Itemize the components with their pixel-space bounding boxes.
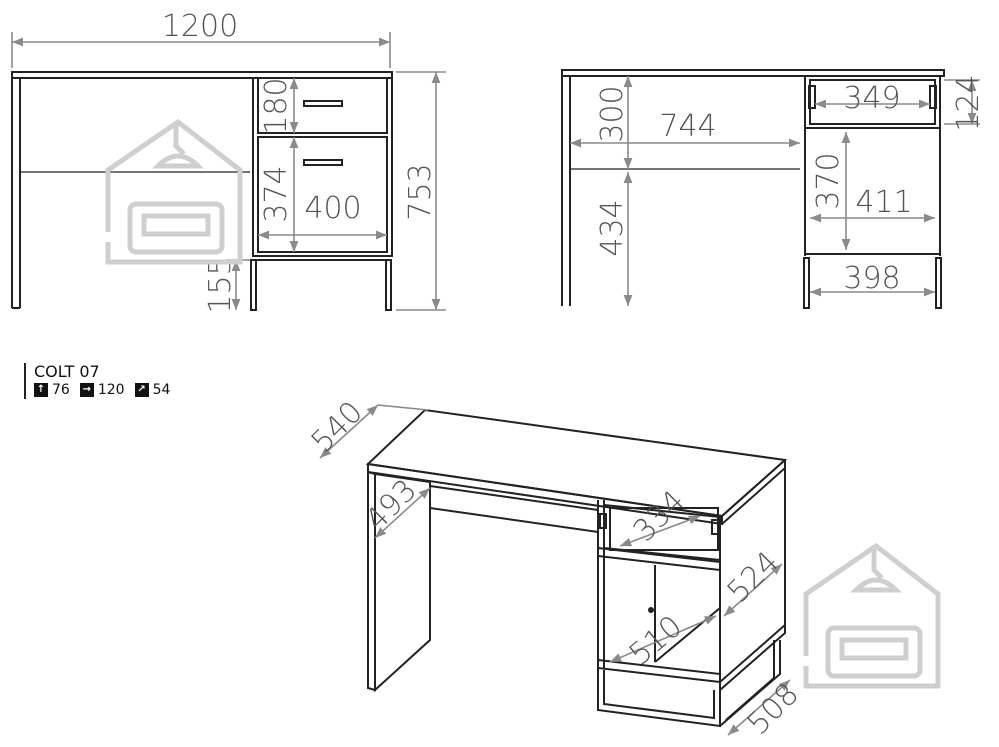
dim-drawer-width: 400 bbox=[304, 191, 361, 226]
dim-base-depth: 508 bbox=[741, 677, 806, 742]
iso-leg-frame-front bbox=[597, 668, 721, 728]
house-sofa-watermark-icon bbox=[105, 118, 243, 265]
dim-leg-height: 155 bbox=[203, 256, 238, 313]
dim-drawer-width-back: 349 bbox=[843, 81, 900, 116]
isometric-view: 540 493 334 524 510 508 bbox=[305, 395, 806, 742]
dim-leg-width: 398 bbox=[843, 261, 900, 296]
dim-drawer-depth-height: 124 bbox=[951, 74, 986, 131]
house-sofa-watermark-icon bbox=[803, 542, 941, 689]
front-desktop bbox=[11, 71, 393, 79]
dim-under-height: 434 bbox=[595, 199, 630, 256]
drawer-runner-icon bbox=[929, 85, 937, 109]
drawer-runner-icon bbox=[808, 85, 816, 109]
back-desktop bbox=[561, 69, 945, 77]
back-view: 300 744 349 124 434 370 411 398 bbox=[561, 69, 986, 309]
arrow-right-icon: → bbox=[79, 383, 94, 397]
dim-width: 1200 bbox=[162, 9, 238, 44]
front-leg-right bbox=[385, 259, 392, 311]
dim-knee-width: 744 bbox=[659, 109, 716, 144]
dim-drawer-bottom-height: 374 bbox=[259, 165, 294, 222]
front-leg-left bbox=[250, 259, 257, 311]
dim-cabinet-height: 370 bbox=[811, 152, 846, 209]
arrow-up-icon: ↑ bbox=[34, 383, 48, 397]
drawer-runner-icon bbox=[599, 513, 607, 529]
drawer-runner-icon bbox=[711, 519, 719, 535]
dim-top-height: 300 bbox=[595, 85, 630, 142]
dim-total-height: 753 bbox=[403, 163, 438, 220]
front-drawer-top bbox=[257, 77, 388, 134]
dim-cabinet-height-iso: 524 bbox=[721, 545, 786, 610]
package-height: 76 bbox=[52, 382, 70, 398]
product-name: COLT 07 bbox=[34, 362, 100, 381]
arrow-diagonal-icon: ↗ bbox=[134, 383, 149, 397]
package-width: 120 bbox=[97, 382, 125, 398]
back-leg-left bbox=[803, 257, 810, 309]
drawer-handle-icon bbox=[303, 159, 343, 166]
front-drawer-bottom bbox=[257, 136, 388, 253]
dim-depth: 540 bbox=[305, 395, 370, 460]
package-depth: 54 bbox=[152, 382, 171, 398]
drawer-handle-icon bbox=[303, 100, 343, 107]
back-leg-right bbox=[935, 257, 942, 309]
dim-drawer-top-height: 180 bbox=[259, 77, 294, 134]
dim-cabinet-width: 411 bbox=[855, 185, 912, 220]
product-info: COLT 07 ↑ 76 → 120 ↗ 54 bbox=[24, 363, 178, 399]
package-dimensions: ↑ 76 → 120 ↗ 54 bbox=[34, 381, 178, 399]
front-view: 1200 180 374 400 155 753 bbox=[11, 9, 446, 314]
